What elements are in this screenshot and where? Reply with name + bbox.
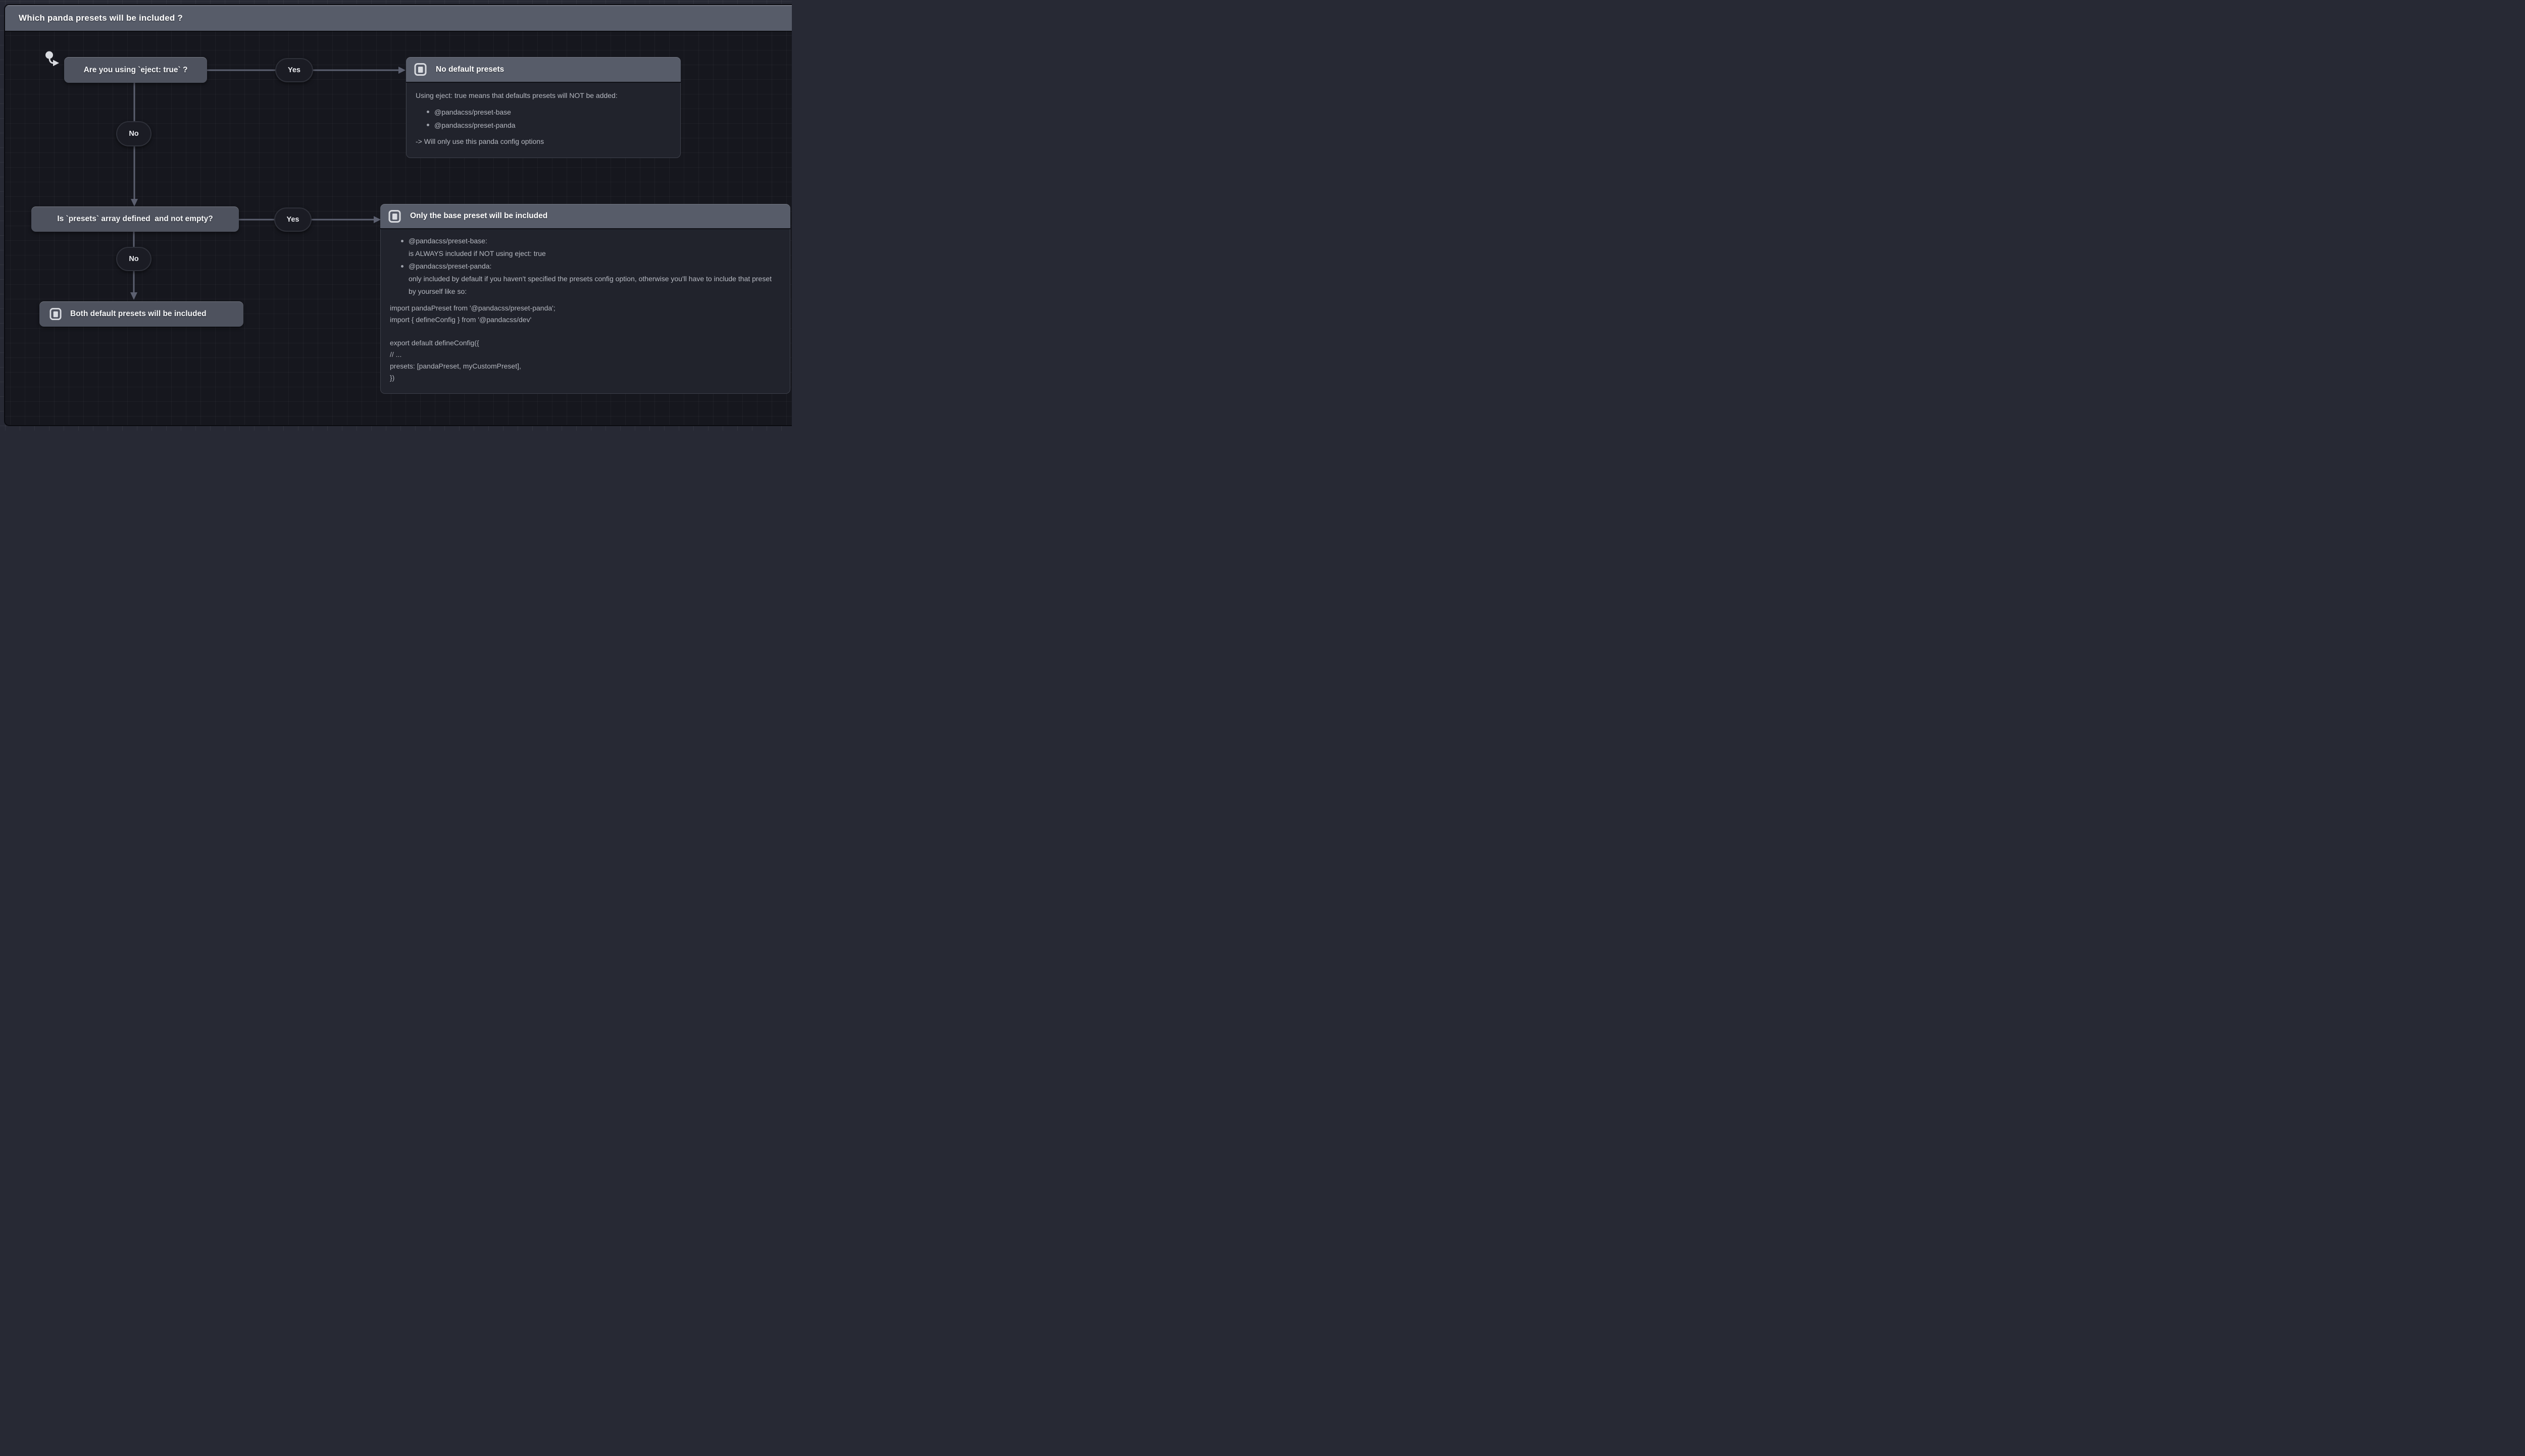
box-outro-text: -> Will only use this panda config optio…: [416, 137, 544, 145]
node-question-eject[interactable]: Are you using `eject: true` ?: [64, 57, 207, 83]
code-block: import pandaPreset from '@pandacss/prese…: [390, 302, 781, 384]
box-intro-text: Using eject: true means that defaults pr…: [416, 91, 618, 99]
edge-label-text: No: [129, 255, 139, 263]
node-question-presets-array[interactable]: Is `presets` array defined and not empty…: [31, 206, 239, 232]
preset-name: @pandacss/preset-panda:: [409, 262, 492, 270]
preset-name: @pandacss/preset-base:: [409, 237, 487, 245]
window-titlebar: Which panda presets will be included ?: [5, 5, 792, 31]
code-line: // ...: [390, 350, 402, 358]
edge-label-text: Yes: [288, 66, 300, 74]
code-line: import { defineConfig } from '@pandacss/…: [390, 316, 532, 324]
button-icon: [414, 63, 427, 76]
code-line: }): [390, 374, 395, 382]
box-header: Only the base preset will be included: [380, 204, 790, 229]
list-item: @pandacss/preset-panda: [416, 119, 671, 132]
preset-desc: is ALWAYS included if NOT using eject: t…: [409, 249, 546, 257]
edge-label-no-1[interactable]: No: [116, 121, 152, 146]
box-title: Only the base preset will be included: [410, 212, 548, 220]
box-body: Using eject: true means that defaults pr…: [406, 83, 681, 158]
code-line: [390, 326, 781, 337]
box-title: No default presets: [436, 65, 504, 74]
preset-list: @pandacss/preset-base @pandacss/preset-p…: [416, 106, 671, 132]
diagram-stage: Which panda presets will be included ? A…: [0, 0, 792, 431]
edge-label-yes-1[interactable]: Yes: [275, 58, 313, 82]
box-header: No default presets: [406, 57, 681, 83]
node-label: Both default presets will be included: [70, 309, 207, 318]
preset-desc: only included by default if you haven't …: [409, 275, 772, 295]
edge-label-text: Yes: [286, 216, 299, 224]
node-label: Are you using `eject: true` ?: [83, 65, 188, 74]
edge-label-no-2[interactable]: No: [116, 247, 152, 271]
list-item: @pandacss/preset-panda: only included by…: [390, 260, 781, 298]
node-label: Is `presets` array defined and not empty…: [57, 215, 213, 223]
box-no-default-presets[interactable]: No default presets Using eject: true mea…: [406, 57, 681, 158]
node-result-both-presets[interactable]: Both default presets will be included: [39, 301, 243, 327]
button-icon: [49, 308, 62, 320]
code-line: presets: [pandaPreset, myCustomPreset],: [390, 362, 521, 370]
page-title: Which panda presets will be included ?: [19, 13, 183, 23]
box-body: @pandacss/preset-base: is ALWAYS include…: [380, 229, 790, 394]
button-icon: [388, 210, 401, 223]
code-line: export default defineConfig({: [390, 339, 479, 347]
edge-label-text: No: [129, 130, 139, 138]
preset-detail-list: @pandacss/preset-base: is ALWAYS include…: [390, 235, 781, 298]
box-base-preset-only[interactable]: Only the base preset will be included @p…: [380, 204, 790, 394]
code-line: import pandaPreset from '@pandacss/prese…: [390, 304, 556, 312]
edge-label-yes-2[interactable]: Yes: [274, 207, 312, 232]
list-item: @pandacss/preset-base: is ALWAYS include…: [390, 235, 781, 260]
list-item: @pandacss/preset-base: [416, 106, 671, 119]
